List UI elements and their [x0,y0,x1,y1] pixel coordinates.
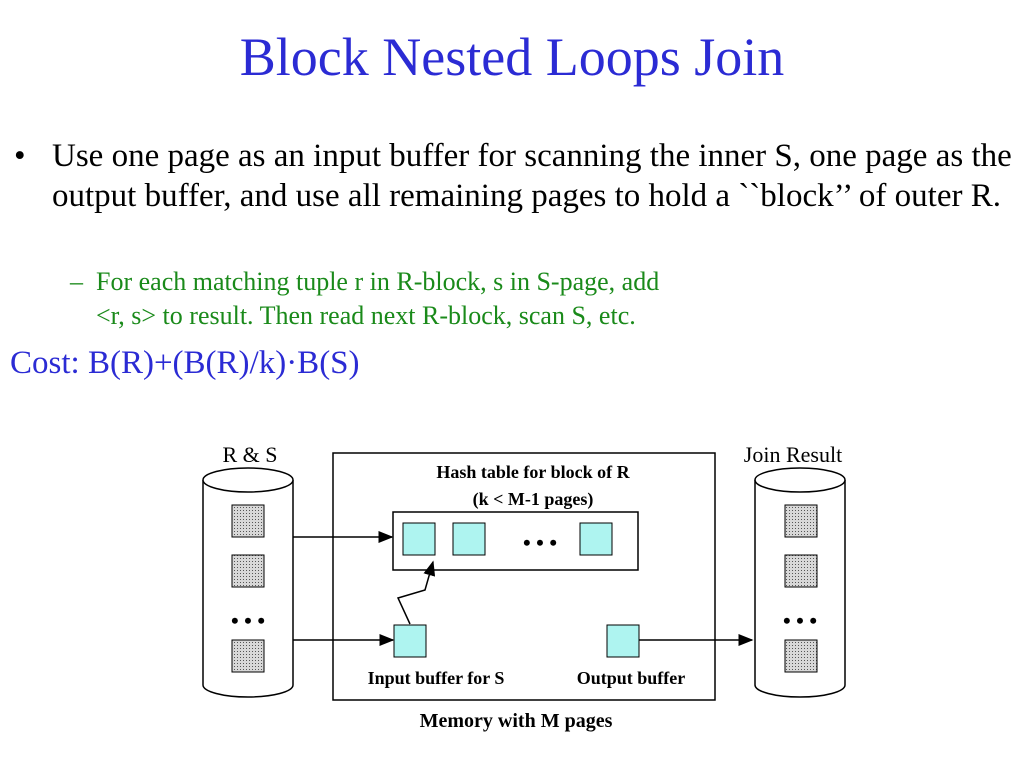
sub-bullet: – For each matching tuple r in R-block, … [70,265,970,333]
bullet-marker: • [14,138,26,174]
input-buffer-label: Input buffer for S [368,668,505,688]
right-disk: • • • [754,467,846,698]
left-disk: • • • [202,467,294,698]
disk-page [784,554,818,588]
disk-page [231,554,265,588]
sub-bullet-line-1: For each matching tuple r in R-block, s … [96,267,660,296]
hash-page [579,522,613,556]
hash-table-label-2: (k < M-1 pages) [473,489,594,510]
sub-bullet-text: For each matching tuple r in R-block, s … [96,265,970,333]
disk-ellipsis: • • • [231,608,265,633]
main-bullet: • Use one page as an input buffer for sc… [14,136,1014,216]
memory-label: Memory with M pages [420,710,613,732]
disk-page [784,504,818,538]
hash-page [452,522,486,556]
left-disk-label: R & S [222,442,277,467]
disk-page [231,639,265,673]
bullet-text: Use one page as an input buffer for scan… [52,138,1012,214]
hash-ellipsis: • • • [523,530,557,555]
slide-title: Block Nested Loops Join [239,27,785,87]
sub-bullet-line-2: <r, s> to result. Then read next R-block… [96,301,636,330]
arrow-input-to-hash [396,560,436,625]
disk-page [784,639,818,673]
cost-formula: Cost: B(R)+(B(R)/k)·B(S) [10,345,360,381]
memory-box [332,452,716,701]
hash-table-label-1: Hash table for block of R [436,462,630,482]
output-buffer-label: Output buffer [577,668,686,688]
disk-ellipsis: • • • [783,608,817,633]
sub-bullet-marker: – [70,267,83,296]
hash-page [402,522,436,556]
disk-page [231,504,265,538]
input-buffer-page [393,624,427,658]
output-buffer-page [606,624,640,658]
right-disk-label: Join Result [744,442,842,467]
